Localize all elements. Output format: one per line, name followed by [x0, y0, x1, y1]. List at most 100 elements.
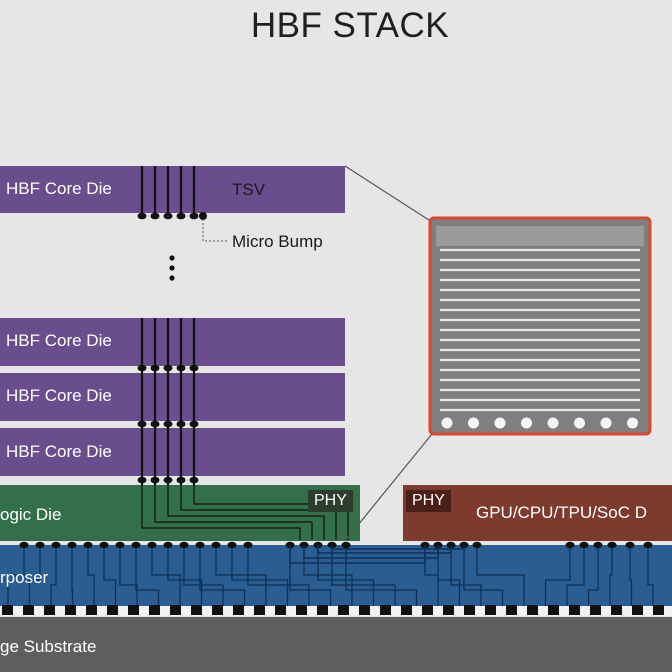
interposer-wire: [463, 548, 504, 607]
interposer-bump: [593, 541, 603, 549]
interposer-wire: [151, 548, 181, 607]
interposer-wire: [199, 548, 246, 607]
logic-die-label: ogic Die: [0, 505, 62, 524]
interposer-bump-row: [19, 541, 653, 549]
diagram-title: HBF STACK: [250, 6, 450, 45]
substrate-bump: [191, 605, 202, 615]
substrate-bump-row: [0, 605, 672, 616]
interposer-bump: [643, 541, 653, 549]
zoom-bump-row: [441, 417, 638, 429]
logic-phy-label: PHY: [308, 490, 353, 512]
interposer-wire: [135, 548, 160, 607]
interposer-wire: [247, 548, 310, 607]
bump-strip: [0, 606, 672, 616]
substrate-bump: [422, 605, 433, 615]
zoom-bump: [600, 417, 612, 429]
interposer-wire: [345, 548, 418, 607]
interposer-bump: [19, 541, 29, 549]
micro-bump: [163, 364, 173, 372]
substrate-bump: [233, 605, 244, 615]
substrate-bump: [401, 605, 412, 615]
substrate-bump: [359, 605, 370, 615]
micro-bump: [189, 212, 199, 220]
zoom-bump: [441, 417, 453, 429]
interposer-bump: [195, 541, 205, 549]
micro-bump: [163, 420, 173, 428]
substrate-bump: [44, 605, 55, 615]
interposer-wire: [87, 548, 95, 607]
zoom-bump: [574, 417, 585, 429]
interposer-routing: [289, 545, 465, 564]
substrate-bump: [275, 605, 286, 615]
interposer-wire: [476, 548, 525, 607]
interposer-wiring: [7, 548, 654, 607]
substrate-bump: [86, 605, 97, 615]
core-die-3: [0, 373, 345, 421]
interposer-bump: [83, 541, 93, 549]
substrate-bump: [149, 605, 160, 615]
zoom-bump: [547, 417, 559, 429]
processor-phy-label: PHY: [406, 490, 451, 512]
substrate-bump: [65, 605, 76, 615]
callout-lines: [202, 189, 228, 242]
substrate-bump: [527, 605, 538, 615]
substrate-bump: [611, 605, 622, 615]
substrate-bump: [23, 605, 34, 615]
micro-bump: [176, 476, 186, 484]
interposer-wire: [71, 548, 74, 607]
interposer: [0, 545, 672, 607]
core-die-label-2: HBF Core Die: [6, 331, 112, 350]
substrate-bump: [2, 605, 13, 615]
interposer-wire: [331, 548, 396, 607]
interposer-wire: [50, 548, 57, 607]
core-die-label-4: HBF Core Die: [6, 442, 112, 461]
zoom-connector: [344, 165, 433, 542]
micro-bump-group: [137, 212, 207, 484]
zoom-top-die: [436, 226, 644, 246]
zoom-bump: [521, 417, 532, 429]
core-die-2: [0, 318, 345, 366]
micro-bump: [163, 476, 173, 484]
interposer-bump: [472, 541, 482, 549]
micro-bump: [189, 476, 199, 484]
micro-bump: [189, 364, 199, 372]
substrate-bump: [632, 605, 643, 615]
interposer-bump: [565, 541, 575, 549]
interposer-label: rposer: [0, 568, 49, 587]
interposer-bump: [227, 541, 237, 549]
interposer-bump: [147, 541, 157, 549]
interposer-wire: [7, 548, 25, 607]
interposer-wire: [587, 548, 599, 607]
substrate-bump: [338, 605, 349, 615]
zoom-bump: [627, 417, 638, 429]
interposer-bump: [341, 541, 351, 549]
interposer-bump: [131, 541, 141, 549]
substrate-bump: [128, 605, 139, 615]
substrate-bump: [254, 605, 265, 615]
micro-bump: [137, 364, 147, 372]
substrate-bump: [464, 605, 475, 615]
interposer-bump: [179, 541, 189, 549]
micro-bump: [189, 420, 199, 428]
substrate-bump: [569, 605, 580, 615]
core-die-4: [0, 428, 345, 476]
interposer-wire: [544, 548, 571, 607]
interposer-wire: [289, 548, 332, 607]
interposer-wire: [437, 548, 461, 607]
logic-routing: [141, 485, 349, 540]
micro-bump: [176, 420, 186, 428]
substrate-bump: [380, 605, 391, 615]
substrate-bump: [653, 605, 664, 615]
interposer-bump: [607, 541, 617, 549]
interposer-wire: [566, 548, 585, 607]
micro-bump: [176, 212, 186, 220]
substrate-bump: [506, 605, 517, 615]
interposer-wire: [629, 548, 633, 607]
substrate-bump: [296, 605, 307, 615]
core-die-label-top: HBF Core Die: [6, 179, 112, 198]
substrate-bump: [590, 605, 601, 615]
interposer-bump: [163, 541, 173, 549]
substrate-bump: [107, 605, 118, 615]
substrate-bump: [170, 605, 181, 615]
interposer-bump: [51, 541, 61, 549]
